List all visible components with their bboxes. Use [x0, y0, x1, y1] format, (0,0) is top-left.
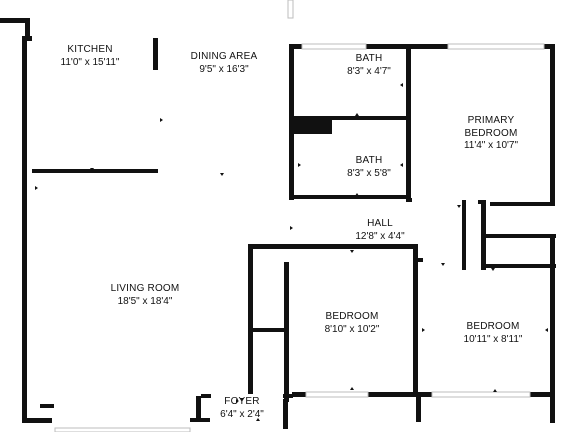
- dimension-marker: [355, 113, 359, 116]
- window: [305, 391, 369, 398]
- room-dimensions: 18'5" x 18'4": [117, 295, 173, 307]
- wall-segment: [413, 244, 418, 394]
- wall-segment: [248, 244, 416, 249]
- room-name: BATH: [355, 53, 383, 64]
- wall-segment: [294, 116, 408, 120]
- wall-segment: [248, 244, 253, 394]
- windows: [54, 0, 545, 432]
- room-name: BATH: [355, 155, 383, 166]
- wall-segment: [490, 202, 555, 206]
- dimension-marker: [35, 186, 38, 190]
- wall-segment: [550, 44, 555, 206]
- window: [431, 391, 531, 398]
- dimension-marker: [457, 205, 461, 208]
- wall-segment: [22, 418, 52, 423]
- dimension-marker: [256, 418, 260, 421]
- window: [54, 427, 191, 432]
- room-dimensions: 8'3" x 4'7": [347, 65, 391, 77]
- window: [447, 43, 545, 50]
- wall-segment: [0, 18, 30, 23]
- dimension-markers: [35, 83, 548, 421]
- wall-segment: [294, 118, 332, 134]
- room-name: BEDROOM: [325, 311, 379, 322]
- wall-segment: [481, 200, 486, 270]
- wall-segment: [486, 264, 556, 268]
- room-name: PRIMARY BEDROOM: [464, 115, 518, 139]
- room-dining-area: DINING AREA 9'5" x 16'3": [191, 51, 258, 76]
- wall-segment: [289, 195, 294, 200]
- room-dimensions: 10'11" x 8'11": [463, 333, 523, 345]
- dimension-marker: [160, 118, 163, 122]
- wall-segment: [283, 399, 288, 429]
- wall-segment: [201, 394, 211, 398]
- dimension-marker: [491, 268, 495, 271]
- room-dimensions: 11'4" x 10'7": [463, 140, 519, 151]
- room-name: DINING AREA: [190, 51, 258, 62]
- wall-segment: [289, 44, 294, 199]
- dimension-marker: [90, 168, 94, 171]
- wall-segment: [253, 328, 289, 332]
- room-dimensions: 6'4" x 2'4": [220, 408, 264, 420]
- room-name: FOYER: [224, 396, 260, 407]
- window: [301, 43, 367, 50]
- window: [287, 0, 294, 19]
- room-dimensions: 8'3" x 5'8": [347, 167, 391, 179]
- wall-segment: [153, 38, 158, 70]
- wall-segment: [413, 258, 423, 262]
- wall-segment: [294, 195, 410, 199]
- dimension-marker: [400, 163, 403, 167]
- dimension-marker: [545, 328, 548, 332]
- wall-segment: [32, 169, 158, 173]
- dimension-marker: [298, 163, 301, 167]
- room-name: HALL: [367, 218, 393, 229]
- room-living-room: LIVING ROOM 18'5" x 18'4": [111, 283, 180, 308]
- walls: [0, 18, 556, 429]
- wall-segment: [462, 200, 466, 270]
- dimension-marker: [422, 328, 425, 332]
- wall-segment: [406, 48, 411, 198]
- wall-segment: [25, 18, 30, 38]
- room-name: LIVING ROOM: [110, 283, 180, 294]
- wall-segment: [550, 238, 555, 423]
- room-hall: HALL 12'8" x 4'4": [355, 218, 404, 243]
- dimension-marker: [355, 193, 359, 196]
- wall-segment: [196, 396, 201, 422]
- wall-segment: [416, 392, 421, 422]
- dimension-marker: [493, 389, 497, 392]
- dimension-marker: [441, 263, 445, 266]
- wall-segment: [284, 262, 289, 402]
- dimension-marker: [240, 398, 244, 401]
- room-kitchen: KITCHEN 11'0" x 15'11": [61, 44, 120, 69]
- room-name: BEDROOM: [466, 321, 520, 332]
- wall-segment: [22, 38, 27, 423]
- room-bath-lower: BATH 8'3" x 5'8": [347, 155, 391, 180]
- room-foyer: FOYER 6'4" x 2'4": [220, 396, 264, 421]
- room-dimensions: 9'5" x 16'3": [199, 63, 249, 75]
- room-bedroom-left: BEDROOM 8'10" x 10'2": [325, 311, 380, 336]
- dimension-marker: [220, 173, 224, 176]
- wall-segment: [406, 198, 412, 202]
- room-dimensions: 8'10" x 10'2": [324, 323, 380, 335]
- wall-segment: [289, 44, 555, 49]
- room-dimensions: 11'0" x 15'11": [60, 56, 120, 68]
- dimension-marker: [290, 226, 293, 230]
- dimension-marker: [285, 318, 288, 322]
- wall-segment: [486, 234, 556, 238]
- dimension-marker: [236, 399, 239, 403]
- room-dimensions: 12'8" x 4'4": [355, 230, 405, 242]
- wall-segment: [40, 404, 54, 408]
- room-bedroom-right: BEDROOM 10'11" x 8'11": [464, 321, 523, 346]
- dimension-marker: [400, 83, 403, 87]
- room-bath-upper: BATH 8'3" x 4'7": [347, 53, 391, 78]
- room-primary-bedroom: PRIMARY BEDROOM 11'4" x 10'7": [449, 115, 534, 153]
- dimension-marker: [350, 250, 354, 253]
- dimension-marker: [350, 387, 354, 390]
- room-name: KITCHEN: [67, 44, 113, 55]
